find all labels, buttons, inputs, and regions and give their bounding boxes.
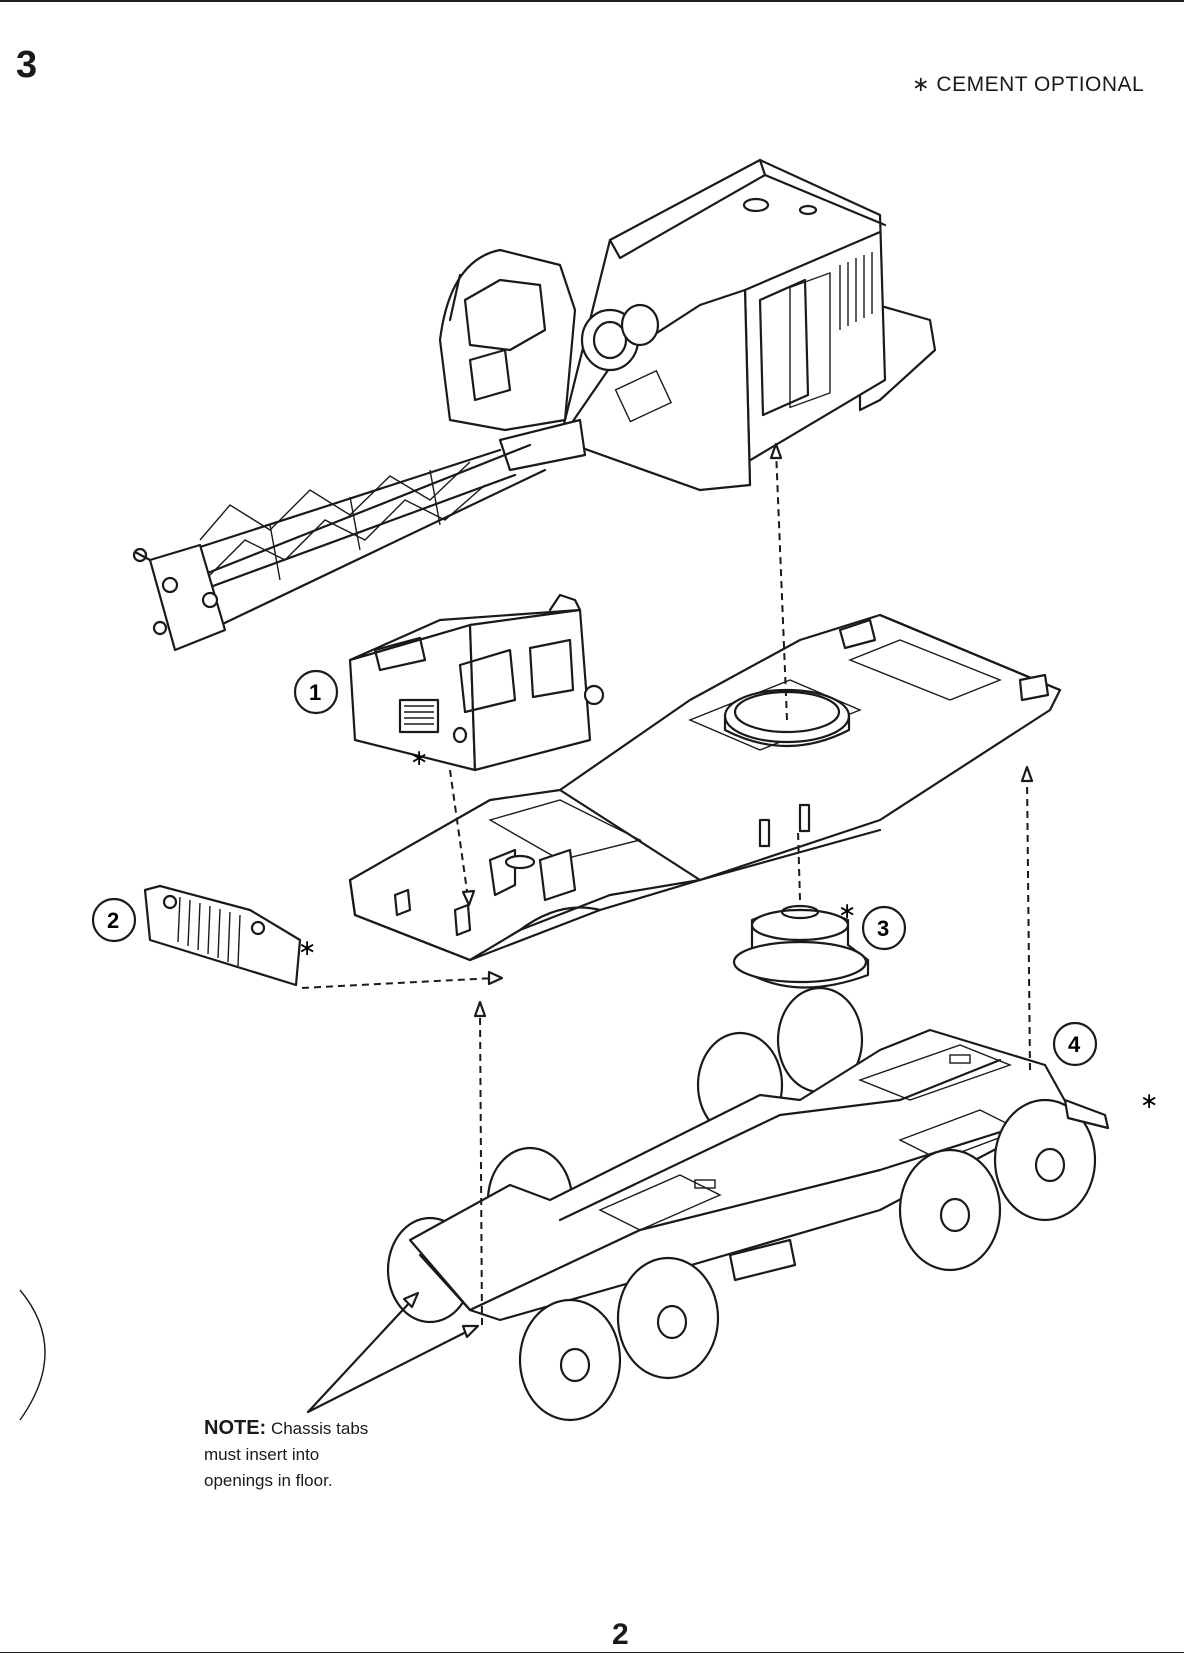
assembly-note: NOTE: Chassis tabs must insert into open… [204,1415,368,1494]
page-edge-mark [19,1289,46,1421]
callout-4: 4 [1052,1021,1098,1067]
carrier-deck-icon [348,613,1062,962]
callout-3-label: 3 [877,916,889,941]
callout-2: 2 [91,897,137,943]
page-number: 2 [612,1618,629,1651]
callout-1-label: 1 [309,680,321,705]
chassis-cement-mark: ∗ [1140,1089,1158,1114]
callout-1: 1 [293,669,339,715]
chassis-frame-icon [386,986,1110,1422]
turntable-base-icon [732,904,870,989]
wheel-icon [518,1098,1097,1422]
truck-cab-icon [348,593,605,772]
note-line-2: must insert into [204,1445,320,1464]
arrow-icon [301,442,1034,1326]
cab-cement-mark: ∗ [410,746,428,771]
note-line-3: openings in floor. [204,1471,333,1490]
top-border [0,0,1184,2]
grille-icon [143,884,302,987]
step-number: 3 [16,44,38,86]
bottom-border [0,1652,1184,1653]
crane-upper-body-icon [438,158,937,492]
note-leader-lines [306,1291,480,1414]
callout-2-label: 2 [107,908,119,933]
callout-3: 3 [861,905,907,951]
base-cement-mark: ∗ [838,899,856,924]
grille-cement-mark: ∗ [298,936,316,961]
callout-4-label: 4 [1068,1032,1081,1057]
lattice-boom-icon [132,443,547,652]
note-heading: NOTE: [204,1417,267,1439]
note-line-1: Chassis tabs [270,1419,369,1438]
cement-optional-note: ∗ CEMENT OPTIONAL [912,73,1145,96]
